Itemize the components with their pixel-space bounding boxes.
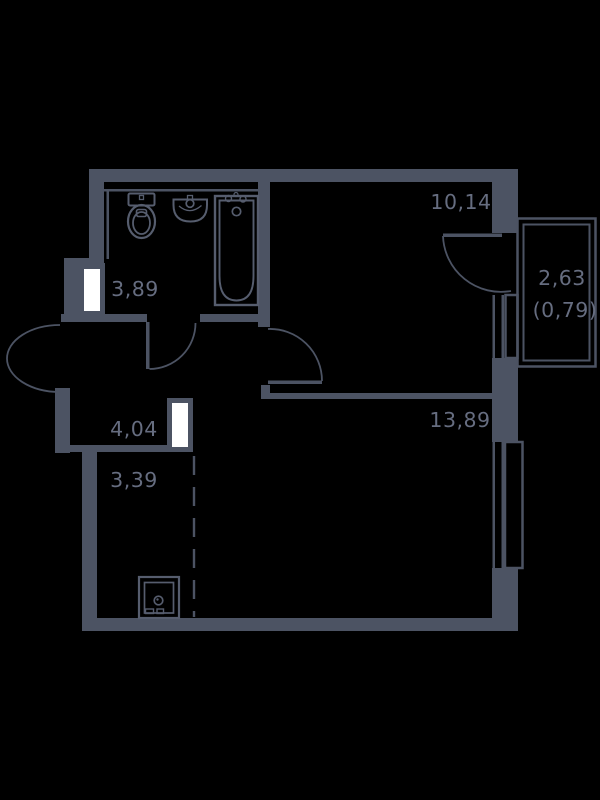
wall-right-mid bbox=[492, 358, 518, 442]
area-label-kitchen: 3,39 bbox=[110, 468, 158, 492]
living-room-window bbox=[492, 440, 524, 570]
wall-right-lower bbox=[492, 568, 518, 631]
wall-room-divider bbox=[262, 393, 492, 399]
windows bbox=[492, 293, 524, 570]
sink-icon bbox=[172, 194, 208, 223]
toilet-icon bbox=[126, 192, 157, 240]
balcony-door-leaf bbox=[443, 233, 502, 237]
bathtub-icon bbox=[213, 191, 260, 307]
stove-outer bbox=[137, 575, 181, 620]
toilet-bowl-outer bbox=[126, 203, 157, 240]
wall-niche-left bbox=[64, 258, 79, 321]
shaft-kitchen-duct bbox=[172, 403, 188, 447]
wall-bathroom-bottom-right bbox=[200, 314, 270, 322]
balcony-window-pane-line bbox=[501, 295, 504, 358]
wall-bathroom-bottom-left bbox=[61, 314, 147, 322]
living-window-pane-line bbox=[501, 442, 504, 568]
balcony-inner-border bbox=[522, 223, 591, 362]
wall-bathroom-right bbox=[258, 182, 270, 327]
balcony-outline bbox=[516, 217, 597, 368]
sink-basin bbox=[172, 198, 208, 223]
bedroom-door bbox=[267, 328, 323, 384]
stove-icon bbox=[137, 575, 181, 620]
wall-divider-door-stub bbox=[261, 385, 270, 399]
bathtub-faucet-left bbox=[224, 194, 233, 203]
sink-basin-curve bbox=[178, 205, 202, 212]
toilet-button bbox=[138, 194, 145, 201]
living-window-pane-line bbox=[492, 442, 495, 568]
living-window-sill bbox=[503, 440, 524, 570]
area-labels: 3,89 10,14 4,04 3,39 13,89 2,63 (0,79) bbox=[110, 190, 597, 492]
toilet-bowl-inner bbox=[132, 211, 151, 235]
area-label-living-room: 13,89 bbox=[429, 408, 490, 432]
area-label-hallway: 4,04 bbox=[110, 417, 158, 441]
bedroom-door-leaf bbox=[268, 380, 322, 384]
balcony-door-swing-arc bbox=[442, 235, 512, 293]
stove-burner-dot bbox=[156, 598, 159, 601]
bathtub-faucet-right bbox=[239, 195, 247, 203]
stove-burner bbox=[153, 595, 164, 606]
bathtub-drain bbox=[231, 206, 242, 217]
wall-left-upper bbox=[89, 169, 104, 259]
wall-left-mid bbox=[55, 388, 70, 453]
stove-control-left bbox=[144, 608, 155, 615]
area-label-bedroom: 10,14 bbox=[430, 190, 491, 214]
balcony-door bbox=[442, 233, 512, 293]
doors bbox=[6, 233, 512, 393]
wall-bottom bbox=[82, 618, 518, 631]
bathtub-spout bbox=[233, 191, 239, 198]
stove-control-right bbox=[156, 608, 165, 615]
balcony-window bbox=[492, 293, 519, 360]
wall-hall-kitchen-divider bbox=[70, 445, 167, 452]
balcony-window-sill bbox=[504, 293, 519, 360]
bathtub-inner bbox=[218, 199, 255, 302]
balcony-window-pane-line bbox=[492, 295, 495, 358]
bathroom-door-swing-arc bbox=[149, 322, 197, 370]
wall-right-upper bbox=[492, 182, 518, 233]
area-label-balcony: 2,63 bbox=[538, 266, 586, 290]
area-label-bathroom: 3,89 bbox=[111, 277, 159, 301]
walls bbox=[55, 169, 518, 631]
wall-top bbox=[89, 169, 518, 182]
bathroom-inner-line-top bbox=[104, 189, 258, 192]
bedroom-door-swing-arc bbox=[267, 328, 323, 382]
entrance-door bbox=[6, 324, 61, 393]
bathroom-door bbox=[146, 322, 197, 370]
sink-tap-base bbox=[186, 194, 194, 201]
sink-faucet bbox=[185, 198, 195, 209]
toilet-inlet bbox=[135, 208, 148, 218]
bathroom-inner-line-left bbox=[106, 189, 109, 259]
wall-left-lower bbox=[82, 452, 97, 622]
bathroom-door-leaf bbox=[146, 322, 150, 369]
area-label-balcony-reduced: (0,79) bbox=[533, 298, 598, 322]
shaft-left-duct bbox=[84, 269, 100, 311]
balcony-outer-border bbox=[516, 217, 597, 368]
entrance-door-swing-arc bbox=[6, 324, 61, 393]
